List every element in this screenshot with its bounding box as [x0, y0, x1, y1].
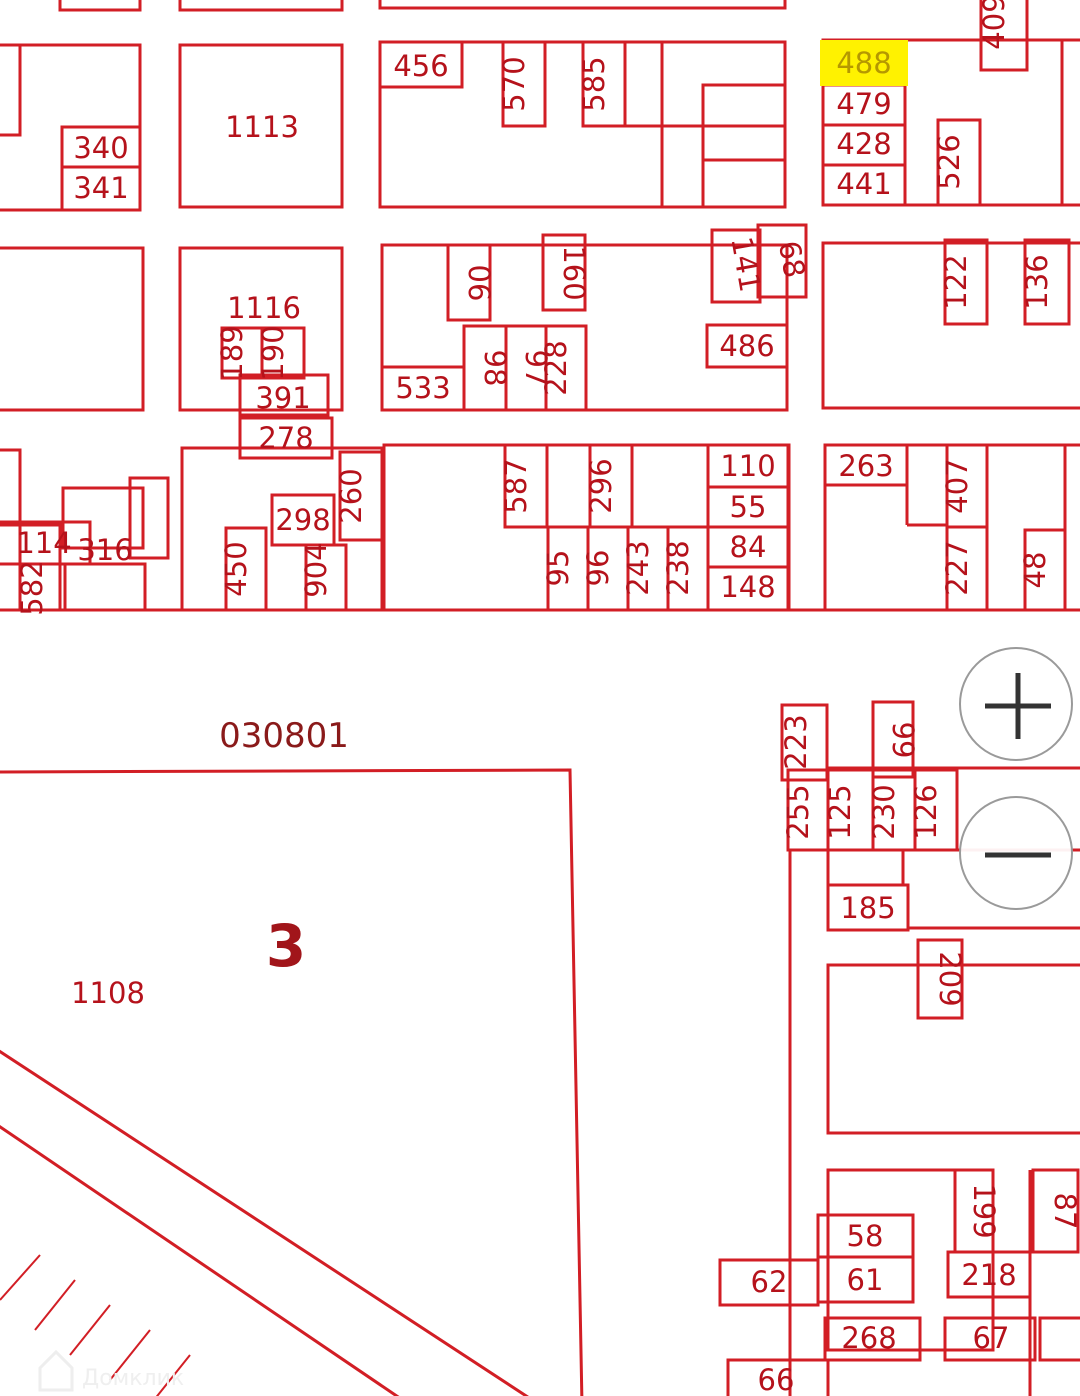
parcel-label[interactable]: 218 — [961, 1258, 1016, 1292]
block-row-1 — [0, 0, 1080, 212]
parcel-label[interactable]: 582 — [15, 560, 49, 615]
parcel-label[interactable]: 441 — [836, 167, 891, 201]
parcel-label[interactable]: 243 — [621, 540, 655, 595]
parcel-label[interactable]: 58 — [847, 1219, 884, 1253]
parcel-label[interactable]: 110 — [720, 449, 775, 483]
parcel-label[interactable]: 391 — [255, 381, 310, 415]
parcel-label[interactable]: 1108 — [71, 976, 145, 1010]
plus-icon — [985, 673, 1051, 739]
parcel-label[interactable]: 136 — [1020, 254, 1054, 309]
house-icon — [38, 1349, 74, 1392]
parcel-label[interactable]: 587 — [499, 458, 533, 513]
parcel-label[interactable]: 87 — [1048, 1193, 1080, 1230]
parcel-label[interactable]: 67 — [973, 1321, 1010, 1355]
parcel-label[interactable]: 260 — [334, 468, 368, 523]
parcel-label[interactable]: 209 — [933, 951, 967, 1006]
parcel-label[interactable]: 122 — [939, 254, 973, 309]
zoom-out-button[interactable] — [959, 796, 1073, 910]
parcel-label[interactable]: 62 — [751, 1265, 788, 1299]
parcel-label[interactable]: 526 — [932, 134, 966, 189]
parcel-label[interactable]: 904 — [299, 542, 333, 597]
parcel-labels: 340 341 1113 456 570 585 488 479 428 441… — [15, 0, 1080, 1396]
parcel-label[interactable]: 450 — [219, 541, 253, 596]
watermark-text: Домклик — [82, 1366, 184, 1391]
parcel-label[interactable]: 486 — [719, 329, 774, 363]
parcel-label[interactable]: 428 — [836, 127, 891, 161]
parcel-label[interactable]: 255 — [781, 784, 815, 839]
parcel-label[interactable]: 340 — [73, 131, 128, 165]
block-lower-right — [718, 700, 1080, 1396]
block-row-2 — [0, 223, 1080, 460]
parcel-label[interactable]: 66 — [758, 1363, 795, 1396]
parcel-label[interactable]: 230 — [867, 784, 901, 839]
parcel-label[interactable]: 533 — [395, 371, 450, 405]
minus-icon — [985, 852, 1051, 858]
zoom-in-button[interactable] — [959, 647, 1073, 761]
parcel-label[interactable]: 189 — [215, 325, 249, 380]
parcel-label[interactable]: 456 — [393, 49, 448, 83]
parcel-label[interactable]: 1116 — [227, 291, 301, 325]
parcel-label[interactable]: 99 — [886, 722, 920, 759]
watermark: Домклик — [38, 1349, 184, 1392]
parcel-label[interactable]: 199 — [967, 1183, 1001, 1238]
parcel-label[interactable]: 223 — [779, 714, 813, 769]
parcel-label[interactable]: 126 — [909, 784, 943, 839]
parcel-label[interactable]: 84 — [730, 530, 767, 564]
parcel-label[interactable]: 48 — [1018, 552, 1052, 589]
parcel-label[interactable]: 268 — [841, 1321, 896, 1355]
parcel-label[interactable]: 68 — [772, 238, 812, 280]
parcel-label[interactable]: 409 — [977, 0, 1011, 50]
parcel-label[interactable]: 55 — [730, 490, 767, 524]
parcel-label[interactable]: 148 — [720, 570, 775, 604]
parcel-label[interactable]: 585 — [577, 56, 611, 111]
parcel-label[interactable]: 06 — [462, 265, 496, 302]
parcel-label[interactable]: 278 — [258, 421, 313, 455]
parcel-label[interactable]: 227 — [940, 540, 974, 595]
block-3-area — [0, 768, 584, 1396]
parcel-label[interactable]: 97 — [519, 350, 553, 387]
parcel-label[interactable]: 263 — [838, 449, 893, 483]
parcel-label-highlighted[interactable]: 488 — [836, 46, 891, 80]
parcel-label[interactable]: 98 — [478, 350, 512, 387]
parcel-label[interactable]: 298 — [275, 503, 330, 537]
parcel-label[interactable]: 114 — [16, 526, 71, 560]
parcel-label[interactable]: 1113 — [225, 110, 299, 144]
parcel-label[interactable]: 238 — [661, 540, 695, 595]
parcel-label[interactable]: 296 — [584, 458, 618, 513]
parcel-label[interactable]: 185 — [840, 891, 895, 925]
parcel-label[interactable]: 570 — [497, 56, 531, 111]
parcel-label[interactable]: 341 — [73, 171, 128, 205]
block-number: 3 — [266, 912, 306, 980]
parcel-label[interactable]: 61 — [847, 1263, 884, 1297]
quarter-number: 030801 — [219, 716, 349, 756]
block-row-3 — [0, 443, 1080, 612]
parcel-label[interactable]: 316 — [77, 533, 132, 567]
parcel-label[interactable]: 96 — [581, 550, 615, 587]
parcel-label[interactable]: 125 — [823, 784, 857, 839]
parcel-label[interactable]: 407 — [940, 458, 974, 513]
parcel-label[interactable]: 479 — [836, 87, 891, 121]
parcel-label[interactable]: 95 — [541, 550, 575, 587]
highlighted-parcel[interactable] — [820, 40, 908, 86]
parcel-label[interactable]: 228 — [539, 340, 573, 395]
parcel-label[interactable]: 160 — [557, 245, 591, 300]
parcel-label[interactable]: 190 — [256, 325, 290, 380]
